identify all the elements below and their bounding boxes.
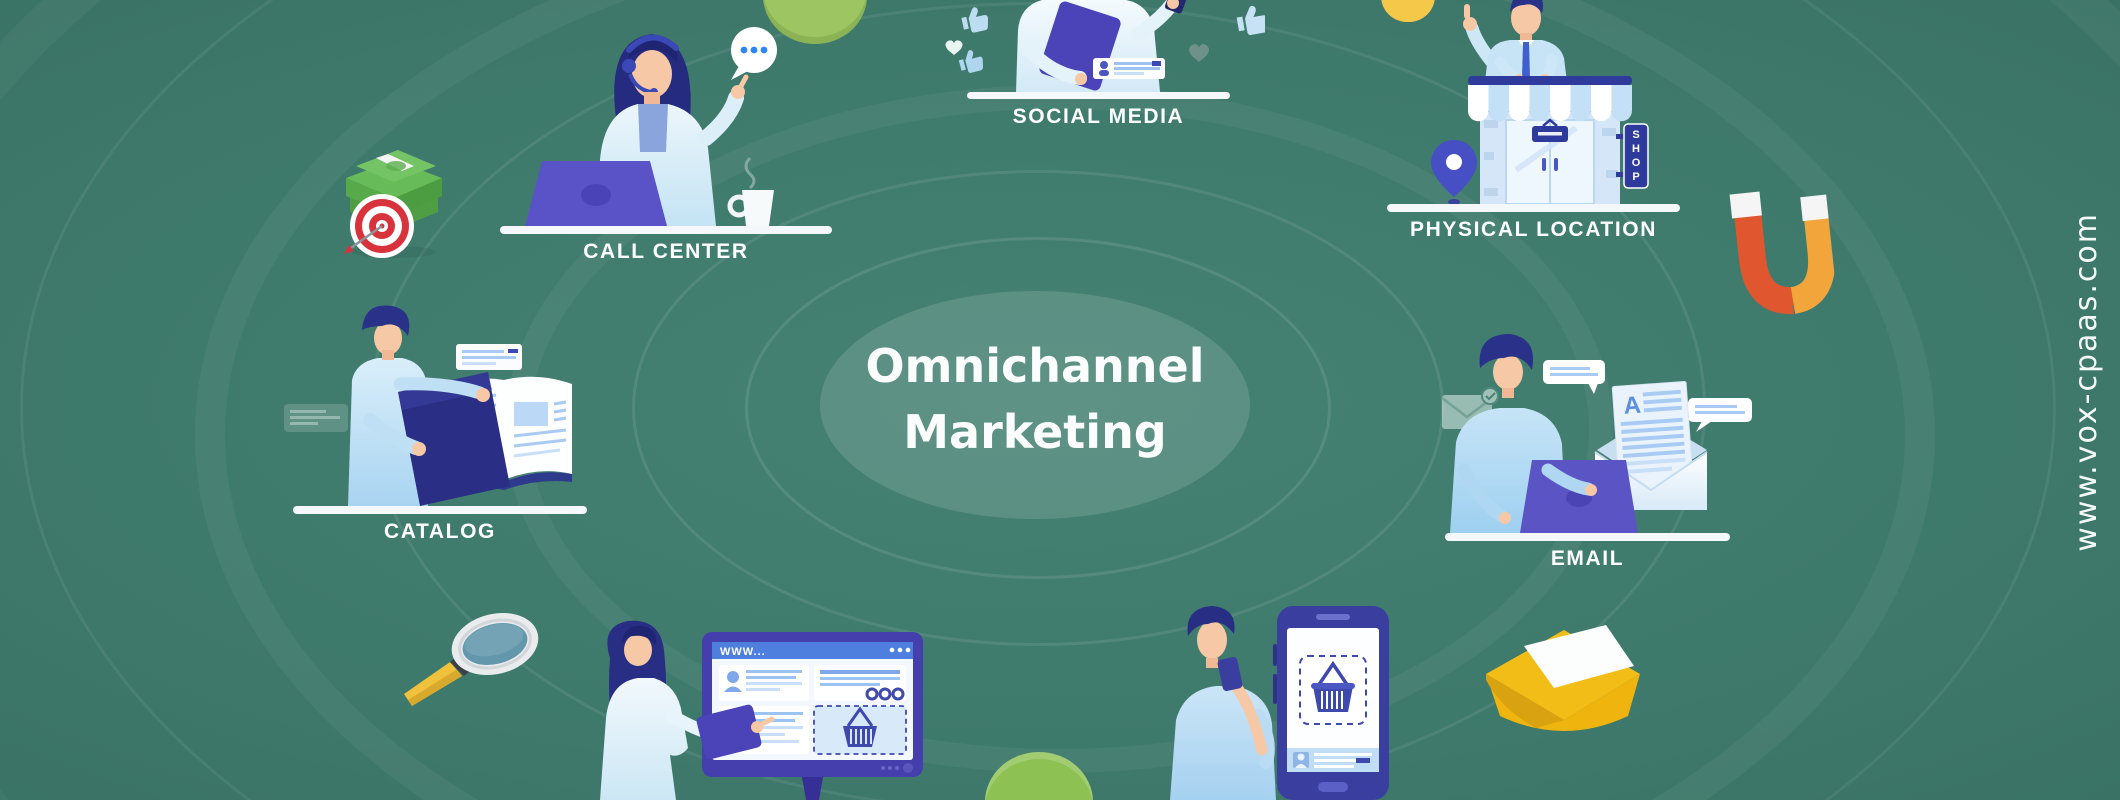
title-line-1: Omnichannel — [865, 339, 1205, 393]
center-halo — [820, 291, 1250, 519]
mobile-illustration — [1170, 606, 1389, 800]
laptop-icon — [525, 161, 667, 226]
catalog-shelf — [293, 506, 587, 514]
shopping-basket-icon — [1299, 655, 1367, 725]
email-illustration: A — [1441, 334, 1752, 533]
yellow-circle — [1381, 0, 1433, 22]
shop-sign-letter: P — [1632, 171, 1639, 183]
smartphone-icon — [1273, 606, 1389, 800]
physical-location-shelf — [1387, 204, 1680, 212]
open-envelope-icon — [1478, 622, 1648, 742]
station-catalog: CATALOG — [270, 300, 610, 550]
browser-url: WWW... — [720, 646, 766, 658]
catalog-label: CATALOG — [384, 520, 496, 543]
profile-card — [1287, 748, 1379, 772]
station-website: WWW... — [580, 598, 1080, 800]
chat-bubble — [1688, 398, 1752, 432]
email-shelf — [1445, 533, 1730, 541]
call-center-label: CALL CENTER — [583, 240, 749, 263]
profile-card — [719, 665, 809, 701]
website-illustration: WWW... — [600, 620, 923, 800]
call-center-illustration — [525, 27, 777, 226]
social-media-shelf — [967, 92, 1230, 99]
social-media-label: SOCIAL MEDIA — [1012, 105, 1185, 128]
title-line-2: Marketing — [903, 405, 1167, 459]
catalog-reader — [348, 305, 510, 506]
awning — [1468, 76, 1632, 122]
chat-bubble — [1543, 360, 1605, 394]
monitor-stand — [802, 777, 823, 800]
map-pin-icon — [1431, 140, 1477, 204]
heart-icon — [1189, 44, 1209, 62]
email-label: EMAIL — [1550, 547, 1625, 570]
website-user — [600, 620, 775, 800]
thumbs-up-icon — [959, 4, 991, 35]
magnifying-glass-icon — [398, 600, 543, 710]
profile-card — [1093, 58, 1165, 79]
desktop-monitor: WWW... — [702, 632, 923, 800]
thumbs-up-icon — [956, 47, 986, 76]
shop-sign-letter: H — [1632, 143, 1640, 155]
shop-sign: S H O P — [1616, 123, 1649, 189]
coffee-mug-icon — [727, 156, 774, 226]
note-card — [456, 344, 522, 370]
physical-location-label: PHYSICAL LOCATION — [1410, 218, 1657, 241]
magnet-icon — [1714, 171, 1840, 337]
speech-bubble-icon — [731, 27, 777, 80]
shopping-basket-icon — [813, 705, 907, 755]
mobile-user — [1170, 606, 1276, 800]
shop-storefront: S H O P — [1468, 76, 1649, 204]
ghost-card — [284, 404, 348, 432]
physical-location-illustration: S H O P — [1381, 0, 1649, 204]
money-stack-target-icon — [336, 138, 451, 263]
station-social-media: SOCIAL MEDIA — [930, 0, 1265, 135]
heart-icon — [945, 40, 963, 55]
catalog-illustration — [284, 305, 572, 506]
letter-monogram: A — [1623, 392, 1642, 420]
email-user — [1450, 334, 1638, 533]
shop-sign-letter: O — [1632, 157, 1641, 169]
social-media-illustration — [945, 0, 1265, 92]
shop-sign-letter: S — [1632, 129, 1639, 141]
station-mobile — [1160, 598, 1480, 800]
station-physical-location: S H O P PHYSICAL LOCATION — [1380, 0, 1715, 250]
station-call-center: CALL CENTER — [480, 0, 860, 280]
station-email: A — [1420, 320, 1760, 580]
content-card — [814, 665, 906, 701]
watermark-text: www.vox-cpaas.com — [2069, 212, 2104, 552]
call-center-shelf — [500, 226, 832, 234]
thumbs-up-icon — [1235, 3, 1265, 37]
page-title: Omnichannel Marketing — [810, 333, 1260, 465]
watermark: www.vox-cpaas.com — [2069, 0, 2104, 782]
